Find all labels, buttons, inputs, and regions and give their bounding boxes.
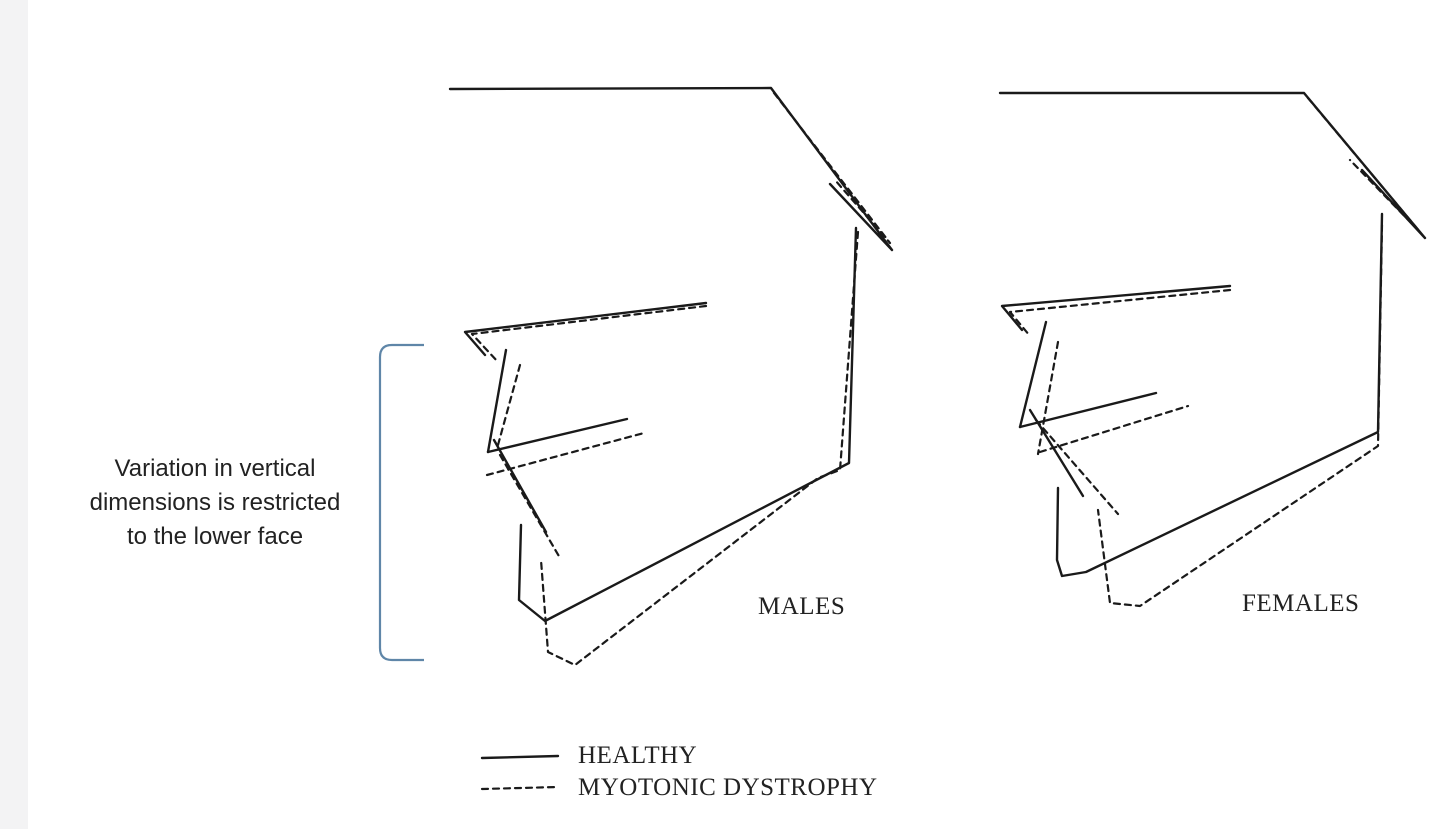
legend-myotonic-swatch <box>480 785 560 791</box>
males-myotonic-occlusal-line <box>485 431 646 477</box>
males-healthy-incisor-line <box>486 348 508 454</box>
females-myotonic-palatal-plane <box>1008 288 1232 338</box>
males-healthy-occlusal-line <box>486 417 629 454</box>
females-myotonic-cranial-line <box>1306 96 1422 234</box>
females-myotonic-lower-incisor <box>1034 418 1120 516</box>
females-healthy-back-contour <box>1055 212 1384 578</box>
males-myotonic-back-contour <box>539 230 860 667</box>
annotation-line: Variation in vertical <box>114 455 316 482</box>
females-myotonic-occlusal-line <box>1038 404 1190 454</box>
annotation-line: dimensions is restricted <box>89 489 341 516</box>
legend-healthy-swatch <box>480 754 560 760</box>
males-label: MALES <box>758 593 845 620</box>
males-myotonic-cranial-line <box>772 91 892 245</box>
females-myotonic-back-contour <box>1096 223 1384 608</box>
females-healthy-cranial-line <box>998 91 1427 240</box>
females-label: FEMALES <box>1242 590 1359 617</box>
males-myotonic-incisor-line <box>496 363 522 447</box>
males-healthy-back-contour <box>517 226 858 623</box>
males-myotonic-lower-incisor <box>498 453 562 560</box>
females-panel: FEMALES <box>998 91 1427 617</box>
legend: HEALTHY MYOTONIC DYSTROPHY <box>480 742 878 801</box>
page-edge-strip <box>0 0 28 829</box>
lower-face-bracket <box>378 343 424 662</box>
males-healthy-profile <box>448 86 894 623</box>
females-healthy-incisor-line <box>1018 320 1048 429</box>
females-healthy-occlusal-line <box>1018 391 1158 429</box>
males-healthy-cranial-line <box>448 86 894 252</box>
annotation-line: to the lower face <box>126 523 304 550</box>
males-healthy-lower-incisor <box>492 438 548 534</box>
females-healthy-palatal-plane <box>1000 284 1232 332</box>
males-myotonic-profile <box>470 91 892 667</box>
males-myotonic-palatal-plane <box>470 304 708 364</box>
legend-healthy-label: HEALTHY <box>578 742 697 769</box>
females-healthy-profile <box>998 91 1427 578</box>
legend-myotonic-label: MYOTONIC DYSTROPHY <box>578 774 878 801</box>
females-myotonic-profile <box>1008 96 1422 608</box>
lower-face-annotation: Variation in vertical dimensions is rest… <box>40 452 390 554</box>
males-healthy-palatal-plane <box>463 301 708 357</box>
males-panel: MALES <box>448 86 894 667</box>
females-myotonic-incisor-line <box>1036 340 1060 456</box>
